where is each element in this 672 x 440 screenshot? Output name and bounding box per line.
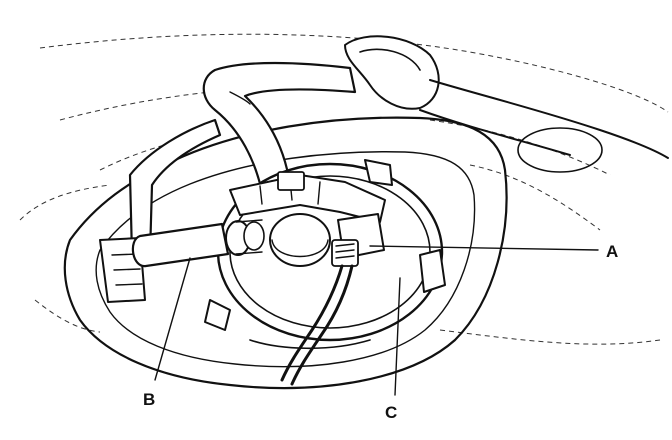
callout-label-b: B [143,390,156,409]
callout-label-a: A [606,242,619,261]
left-bracket [99,118,222,303]
upper-hose [202,61,357,194]
filler-neck [344,35,669,173]
electrical-connector [331,213,385,267]
fuel-feed-line [131,219,265,268]
wiring-harness [280,264,354,386]
access-opening [63,116,508,390]
pump-module [229,171,386,267]
callout-label-c: C [385,403,398,422]
leader-lines [154,245,599,396]
